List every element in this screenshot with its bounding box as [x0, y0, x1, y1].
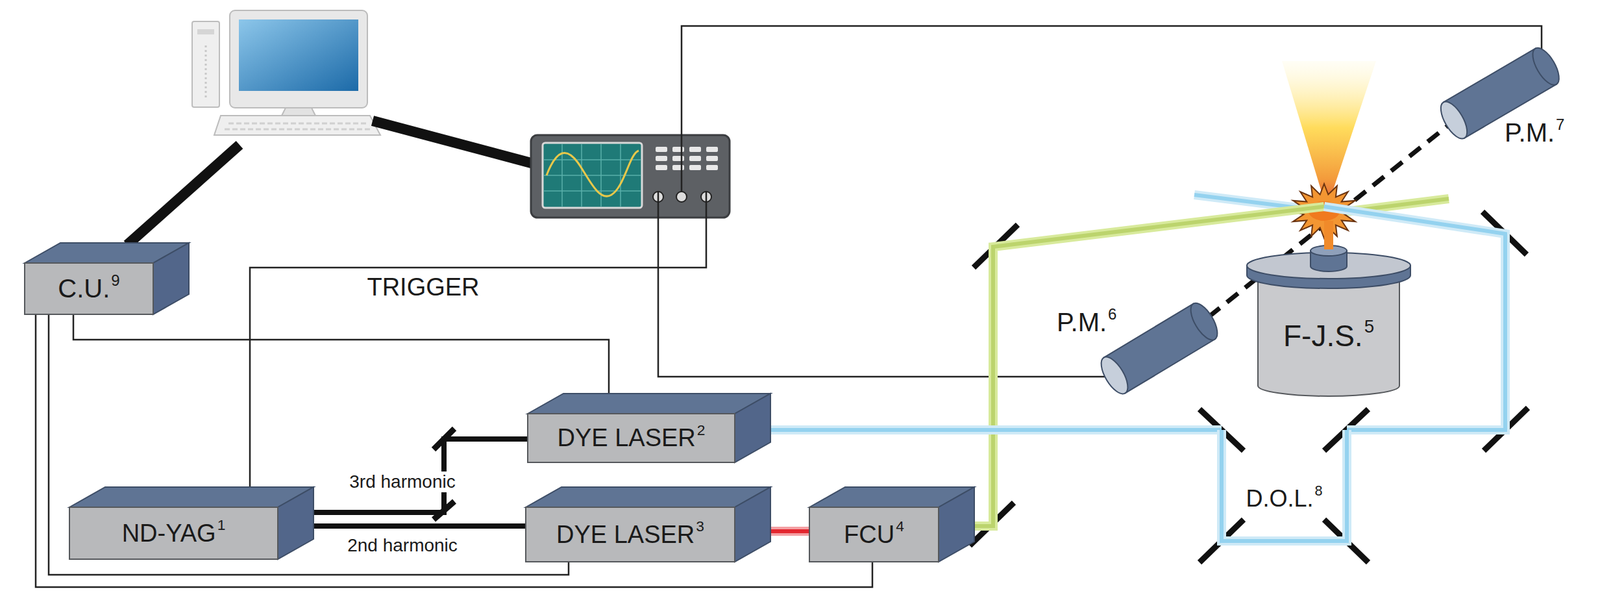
- signal-name: TRIGGER: [364, 273, 482, 302]
- node-label: FCU: [843, 520, 895, 548]
- control-unit-box: C.U.9: [24, 262, 154, 315]
- control-wire: [73, 314, 609, 414]
- frequency-conversion-box: FCU4: [809, 506, 939, 562]
- dye-laser-box: DYE LASER3: [525, 506, 735, 562]
- photomultiplier-label: P.M.6: [1056, 307, 1117, 337]
- callout-number: 9: [110, 271, 120, 289]
- edge-label: 3rd harmonic: [346, 471, 458, 493]
- cylinder-shape: [1246, 206, 1411, 396]
- callout-number: 8: [1315, 482, 1323, 499]
- pump-beam: [277, 525, 526, 527]
- callout-number: 5: [1364, 316, 1375, 337]
- mirror: [433, 211, 1528, 563]
- oscilloscope: [530, 135, 730, 218]
- callout-number: 2: [697, 421, 706, 439]
- callout-number: 3: [695, 517, 705, 535]
- signal-wire: [681, 25, 1542, 192]
- computer: [192, 10, 381, 136]
- data-cable: [372, 120, 534, 164]
- data-cable: [127, 144, 240, 245]
- flame: [1281, 61, 1377, 210]
- photomultiplier: [1096, 298, 1223, 398]
- node-label: P.M.: [1504, 118, 1555, 147]
- callout-number: 6: [1107, 305, 1117, 323]
- delay-optical-line: D.O.L.8: [1221, 429, 1347, 541]
- laser-beam: [734, 429, 1222, 431]
- node-label: ND-YAG: [122, 519, 217, 547]
- callout-number: 1: [217, 516, 226, 533]
- callout-number: 7: [1555, 115, 1565, 134]
- laser-box: ND-YAG1: [69, 506, 278, 559]
- control-wire: [48, 314, 569, 575]
- signal-wire: [658, 191, 1108, 377]
- node-label: DYE LASER: [556, 520, 695, 548]
- node-label: F-J.S.: [1283, 318, 1364, 353]
- dye-laser-box: DYE LASER2: [527, 413, 735, 463]
- node-label: DYE LASER: [557, 423, 696, 452]
- callout-number: 4: [895, 517, 905, 535]
- control-wire: [35, 314, 873, 587]
- node-label: C.U.: [57, 273, 110, 303]
- flow-jet-system: F-J.S.5: [1246, 206, 1411, 396]
- node-label: P.M.: [1056, 307, 1107, 337]
- pump-beam: [277, 438, 528, 513]
- node-label: D.O.L.: [1245, 484, 1314, 512]
- edge-label: 2nd harmonic: [344, 534, 461, 556]
- photomultiplier-label: P.M.7: [1504, 118, 1565, 148]
